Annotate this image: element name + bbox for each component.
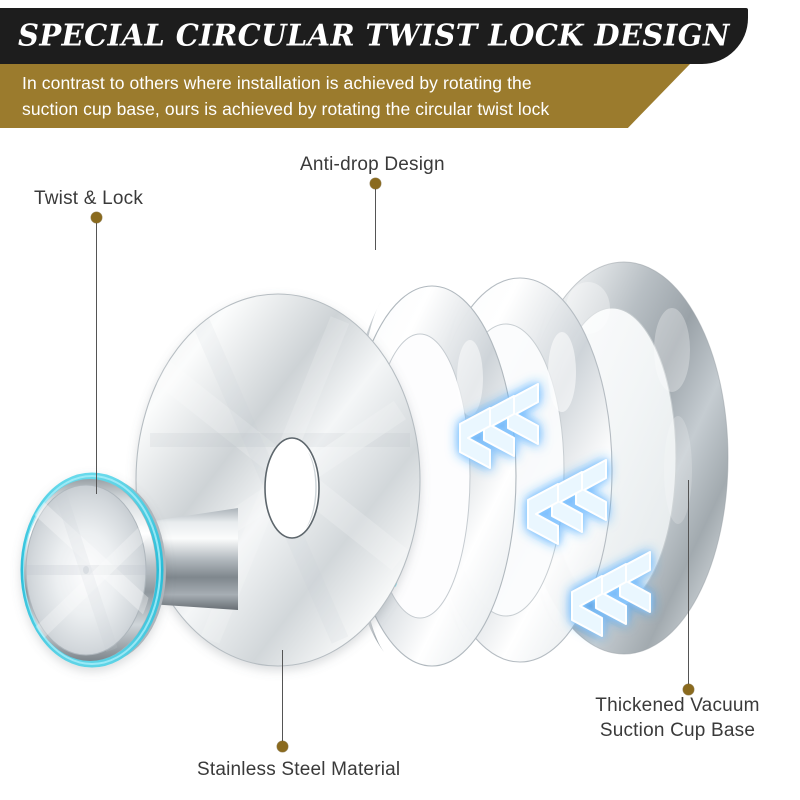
callout-line-suction-cup-base (688, 480, 690, 686)
subtitle-text: In contrast to others where installation… (22, 70, 549, 122)
arrow-group-2 (527, 459, 607, 545)
subtitle-line-1: In contrast to others where installation… (22, 73, 532, 93)
callout-line-twist-lock (96, 222, 98, 494)
twist-lock-knob (20, 472, 166, 668)
callout-line-stainless-steel (282, 650, 284, 744)
callout-dot-stainless-steel (277, 741, 288, 752)
subtitle-line-2: suction cup base, ours is achieved by ro… (22, 99, 550, 119)
arrow-group-3 (571, 551, 651, 637)
callout-label-suction-cup-base-line2: Suction Cup Base (599, 720, 756, 741)
arrow-group-1 (459, 383, 539, 469)
callout-dot-twist-lock (91, 212, 102, 223)
callout-label-suction-cup-base: Thickened Vacuum Suction Cup Base (585, 693, 770, 743)
callout-label-stainless-steel: Stainless Steel Material (197, 759, 401, 780)
callout-line-anti-drop (375, 188, 377, 250)
title-banner: SPECIAL CIRCULAR TWIST LOCK DESIGN (0, 8, 748, 64)
suction-direction-arrows (459, 383, 651, 637)
stainless-steel-disc (135, 293, 421, 667)
callout-dot-anti-drop (370, 178, 381, 189)
exploded-product-illustration (20, 261, 729, 668)
callout-dot-suction-cup-base (683, 684, 694, 695)
callout-label-suction-cup-base-line1: Thickened Vacuum (595, 695, 760, 716)
page-title: SPECIAL CIRCULAR TWIST LOCK DESIGN (18, 18, 730, 54)
callout-label-twist-lock: Twist & Lock (34, 188, 144, 209)
subtitle-banner: In contrast to others where installation… (0, 64, 690, 128)
callout-label-anti-drop: Anti-drop Design (300, 154, 445, 175)
